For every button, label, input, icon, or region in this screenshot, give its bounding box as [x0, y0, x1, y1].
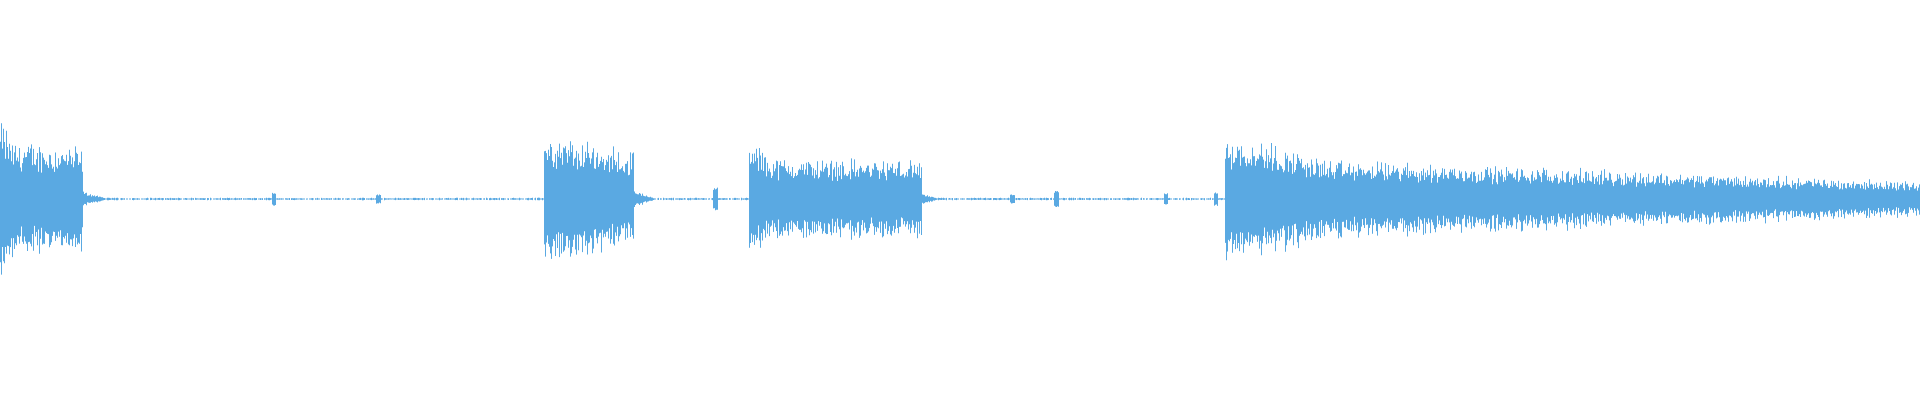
waveform-bars: [0, 123, 1920, 275]
